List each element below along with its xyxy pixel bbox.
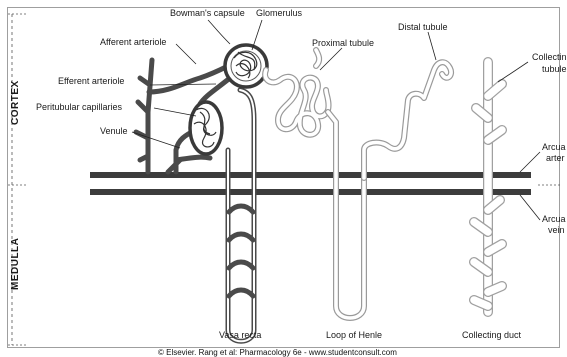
label-collecting-duct: Collecting duct [462, 330, 522, 340]
efferent-arteriole [200, 78, 230, 104]
label-vasa-recta: Vasa recta [219, 330, 261, 340]
label-collecting-tubule-1: Collectin [532, 52, 567, 62]
label-glomerulus: Glomerulus [256, 8, 303, 18]
label-loop-of-henle: Loop of Henle [326, 330, 382, 340]
arcuate-vein [90, 189, 531, 195]
label-bowmans-capsule: Bowman's capsule [170, 8, 245, 18]
label-afferent-arteriole: Afferent arteriole [100, 37, 166, 47]
loop-of-henle [328, 112, 364, 318]
label-arcuate-artery-1: Arcua [542, 142, 566, 152]
credit-text: © Elsevier. Rang et al: Pharmacology 6e … [158, 348, 397, 357]
label-arcuate-vein-1: Arcua [542, 214, 566, 224]
label-venule: Venule [100, 126, 128, 136]
collecting-duct [474, 62, 502, 312]
label-proximal-tubule: Proximal tubule [312, 38, 374, 48]
label-arcuate-vein-2: vein [548, 225, 565, 235]
label-efferent-arteriole: Efferent arteriole [58, 76, 124, 86]
blood-vessels [136, 60, 254, 341]
nephron-tubules [265, 50, 451, 318]
medulla-label: MEDULLA [10, 238, 21, 290]
label-collecting-tubule-2: tubule [542, 64, 567, 74]
peritubular-capillaries [190, 102, 222, 154]
cortex-label: CORTEX [10, 80, 21, 125]
vasa-recta [228, 90, 254, 341]
arcuate-artery [90, 172, 531, 178]
label-peritubular-capillaries: Peritubular capillaries [36, 102, 123, 112]
label-arcuate-artery-2: arter [546, 153, 565, 163]
glomerulus [225, 45, 267, 87]
region-ruler [8, 14, 560, 345]
label-distal-tubule: Distal tubule [398, 22, 448, 32]
